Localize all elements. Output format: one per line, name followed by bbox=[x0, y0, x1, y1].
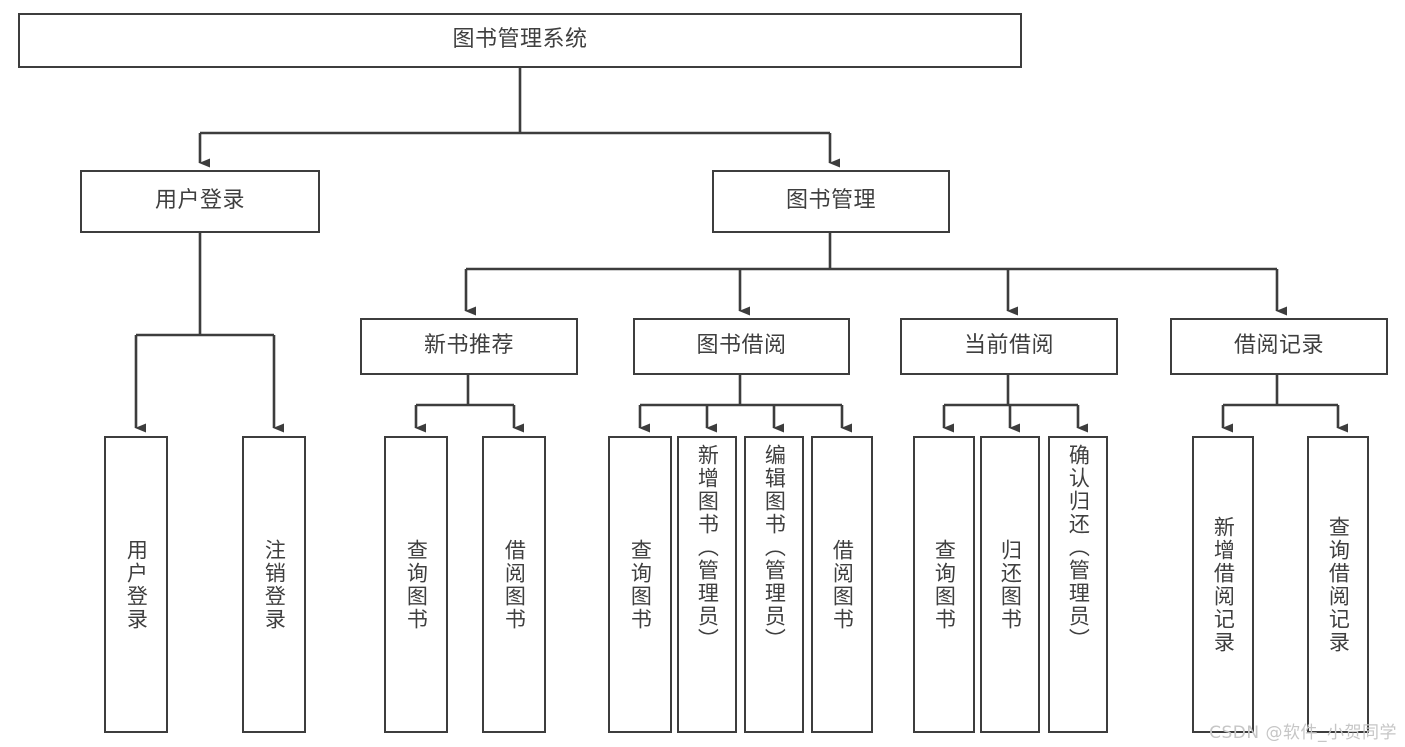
leaf-add-book[interactable]: 新增图书（管理员） bbox=[677, 436, 737, 733]
leaf-borrow-book-2[interactable]: 借阅图书 bbox=[811, 436, 873, 733]
leaf-borrow-book-2-label: 借阅图书 bbox=[830, 538, 855, 631]
leaf-borrow-book-1[interactable]: 借阅图书 bbox=[482, 436, 546, 733]
leaf-query-book-1[interactable]: 查询图书 bbox=[384, 436, 448, 733]
leaf-query-borrow-record[interactable]: 查询借阅记录 bbox=[1307, 436, 1369, 733]
leaf-query-book-3[interactable]: 查询图书 bbox=[913, 436, 975, 733]
leaf-borrow-book-1-label: 借阅图书 bbox=[502, 538, 527, 631]
node-new-book-recommend[interactable]: 新书推荐 bbox=[360, 318, 578, 375]
node-current-borrow-label: 当前借阅 bbox=[963, 333, 1054, 359]
node-user-login-label: 用户登录 bbox=[154, 188, 245, 214]
leaf-user-login-label: 用户登录 bbox=[124, 538, 149, 631]
leaf-return-book-label: 归还图书 bbox=[998, 538, 1023, 631]
leaf-query-book-3-label: 查询图书 bbox=[932, 538, 957, 631]
leaf-query-borrow-record-label: 查询借阅记录 bbox=[1326, 515, 1351, 654]
leaf-query-book-1-label: 查询图书 bbox=[404, 538, 429, 631]
watermark-text: CSDN @软件_小贺同学 bbox=[1209, 723, 1397, 743]
leaf-query-book-2-label: 查询图书 bbox=[628, 538, 653, 631]
leaf-add-book-label: 新增图书（管理员） bbox=[695, 444, 720, 651]
node-user-login[interactable]: 用户登录 bbox=[80, 170, 320, 233]
node-book-manage[interactable]: 图书管理 bbox=[712, 170, 950, 233]
leaf-edit-book-label: 编辑图书（管理员） bbox=[762, 444, 787, 651]
node-borrow-record[interactable]: 借阅记录 bbox=[1170, 318, 1388, 375]
leaf-query-book-2[interactable]: 查询图书 bbox=[608, 436, 672, 733]
node-borrow-record-label: 借阅记录 bbox=[1233, 333, 1324, 359]
node-book-borrow-label: 图书借阅 bbox=[696, 333, 787, 359]
leaf-user-login[interactable]: 用户登录 bbox=[104, 436, 168, 733]
node-root[interactable]: 图书管理系统 bbox=[18, 13, 1022, 68]
leaf-confirm-return-label: 确认归还（管理员） bbox=[1066, 444, 1091, 651]
leaf-confirm-return[interactable]: 确认归还（管理员） bbox=[1048, 436, 1108, 733]
leaf-logout[interactable]: 注销登录 bbox=[242, 436, 306, 733]
leaf-add-borrow-record-label: 新增借阅记录 bbox=[1211, 515, 1236, 654]
node-root-label: 图书管理系统 bbox=[452, 27, 588, 53]
leaf-return-book[interactable]: 归还图书 bbox=[980, 436, 1040, 733]
leaf-edit-book[interactable]: 编辑图书（管理员） bbox=[744, 436, 804, 733]
leaf-add-borrow-record[interactable]: 新增借阅记录 bbox=[1192, 436, 1254, 733]
node-new-book-recommend-label: 新书推荐 bbox=[423, 333, 514, 359]
leaf-logout-label: 注销登录 bbox=[262, 538, 287, 631]
node-current-borrow[interactable]: 当前借阅 bbox=[900, 318, 1118, 375]
node-book-borrow[interactable]: 图书借阅 bbox=[633, 318, 850, 375]
node-book-manage-label: 图书管理 bbox=[785, 188, 876, 214]
